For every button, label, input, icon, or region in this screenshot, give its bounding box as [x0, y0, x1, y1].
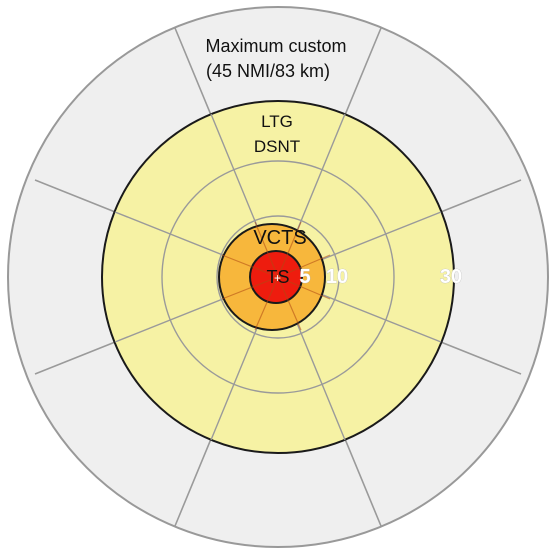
grid-ring-inner: [161, 160, 395, 394]
range-label-30: 30: [440, 266, 462, 288]
outer-label-line2: (45 NMI/83 km): [206, 61, 330, 81]
ts-label: TS: [266, 267, 289, 287]
range-label-10: 10: [326, 266, 348, 288]
center-marker: +: [274, 271, 281, 285]
ts-ring: [249, 250, 303, 304]
grid-ring-small: [216, 215, 340, 339]
core-spokes: [221, 221, 331, 331]
vcts-label: VCTS: [253, 227, 306, 249]
range-label-5: 5: [299, 266, 310, 288]
ltg-label-line2: DSNT: [254, 137, 300, 156]
outer-label-line1: Maximum custom: [205, 36, 346, 56]
ltg-label-line1: LTG: [261, 112, 293, 131]
